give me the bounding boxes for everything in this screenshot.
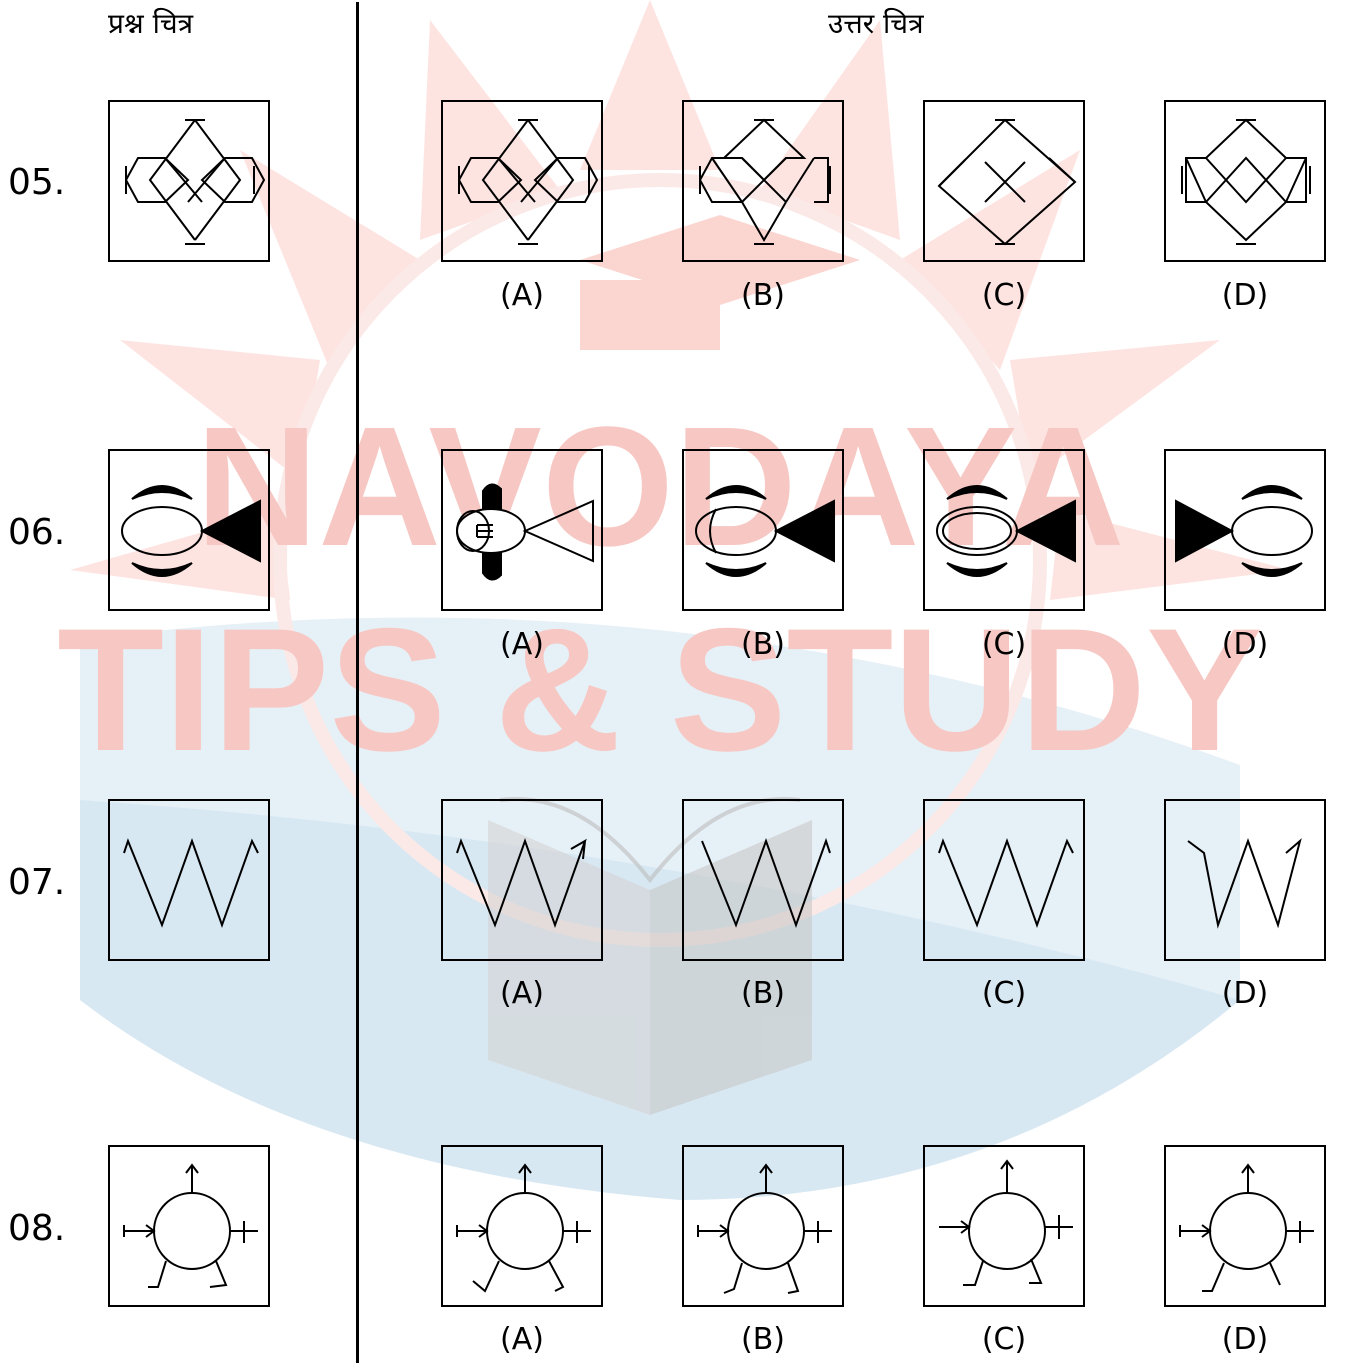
question-number-08: 08. xyxy=(8,1208,65,1249)
option-07-a[interactable] xyxy=(441,799,603,961)
question-number-07: 07. xyxy=(8,862,65,903)
option-label-07-d: (D) xyxy=(1164,976,1326,1011)
option-label-07-c: (C) xyxy=(923,976,1085,1011)
option-label-08-d: (D) xyxy=(1164,1322,1326,1357)
option-07-d[interactable] xyxy=(1164,799,1326,961)
option-08-b[interactable] xyxy=(682,1145,844,1307)
option-label-08-a: (A) xyxy=(441,1322,603,1357)
diamond-lattice-icon xyxy=(110,102,268,260)
diamond-lattice-icon xyxy=(443,102,601,260)
question-number-06: 06. xyxy=(8,512,65,553)
question-number-05: 05. xyxy=(8,162,65,203)
option-label-06-a: (A) xyxy=(441,627,603,662)
option-05-a[interactable] xyxy=(441,100,603,262)
question-06-figure xyxy=(108,449,270,611)
option-label-06-c: (C) xyxy=(923,627,1085,662)
option-06-c[interactable] xyxy=(923,449,1085,611)
column-divider xyxy=(356,2,359,1363)
option-05-d[interactable] xyxy=(1164,100,1326,262)
question-07-figure xyxy=(108,799,270,961)
watermark-line2: TIPS & STUDY xyxy=(57,593,1263,788)
option-label-07-a: (A) xyxy=(441,976,603,1011)
option-07-c[interactable] xyxy=(923,799,1085,961)
option-06-a[interactable] xyxy=(441,449,603,611)
question-08-figure xyxy=(108,1145,270,1307)
option-label-07-b: (B) xyxy=(682,976,844,1011)
zigzag-w-icon xyxy=(110,801,268,959)
option-05-c[interactable] xyxy=(923,100,1085,262)
option-08-d[interactable] xyxy=(1164,1145,1326,1307)
question-05-figure xyxy=(108,100,270,262)
option-label-08-b: (B) xyxy=(682,1322,844,1357)
option-label-05-d: (D) xyxy=(1164,278,1326,313)
answer-figures-header: उत्तर चित्र xyxy=(828,4,924,42)
option-05-b[interactable] xyxy=(682,100,844,262)
option-08-c[interactable] xyxy=(923,1145,1085,1307)
circle-arrows-icon xyxy=(110,1147,268,1305)
option-label-05-b: (B) xyxy=(682,278,844,313)
option-label-06-b: (B) xyxy=(682,627,844,662)
option-label-05-c: (C) xyxy=(923,278,1085,313)
option-08-a[interactable] xyxy=(441,1145,603,1307)
option-06-d[interactable] xyxy=(1164,449,1326,611)
option-07-b[interactable] xyxy=(682,799,844,961)
option-06-b[interactable] xyxy=(682,449,844,611)
option-label-06-d: (D) xyxy=(1164,627,1326,662)
fish-eye-icon xyxy=(110,451,268,609)
question-figures-header: प्रश्न चित्र xyxy=(108,4,193,42)
option-label-08-c: (C) xyxy=(923,1322,1085,1357)
option-label-05-a: (A) xyxy=(441,278,603,313)
